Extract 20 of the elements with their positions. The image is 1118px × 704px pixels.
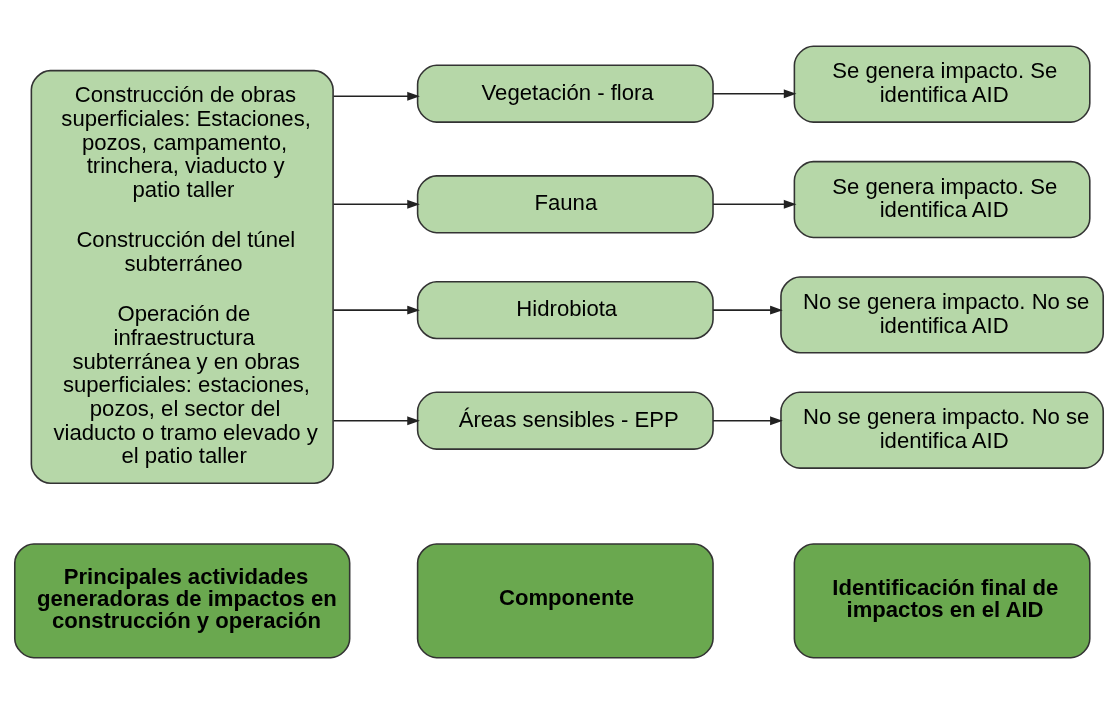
arrow: [332, 416, 420, 426]
node-box: Identificación final de impactos en el AID: [793, 543, 1091, 659]
arrow: [712, 199, 797, 209]
node-box: Áreas sensibles - EPP: [416, 391, 714, 450]
node-box: Vegetación - flora: [416, 64, 714, 123]
node-box: Se genera impacto. Se identifica AID: [793, 45, 1091, 123]
node-box: No se genera impacto. No se identifica AID: [780, 276, 1104, 354]
node-box: Fauna: [416, 175, 714, 234]
node-box: Se genera impacto. Se identifica AID: [793, 160, 1091, 239]
arrow: [712, 89, 797, 99]
node-box: Componente: [416, 543, 714, 659]
arrow: [332, 91, 420, 101]
arrow: [332, 305, 420, 315]
node-box: Hidrobiota: [416, 280, 714, 340]
arrow: [332, 199, 420, 209]
arrow: [712, 416, 783, 426]
node-box: Construcción de obras superficiales: Estaciones, pozos, campamento, trinchera, viaducto y patio taller Construcción del túnel subterráneo Operación de infraestructura subterránea y en obras superficiales: estaciones, pozos, el sector del viaducto o tramo elevado y el patio taller: [30, 69, 334, 485]
arrow: [712, 305, 783, 315]
node-box: No se genera impacto. No se identifica AID: [780, 391, 1104, 469]
node-box: Principales actividades generadoras de impactos en construcción y operación: [14, 543, 351, 659]
